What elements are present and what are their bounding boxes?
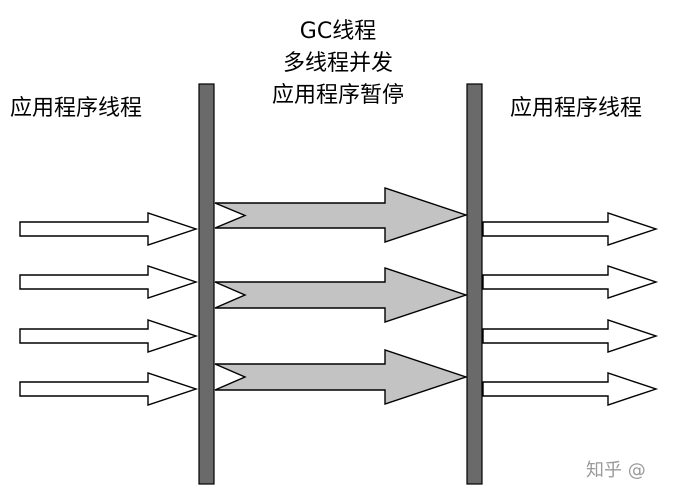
center-title-line-1: GC线程 <box>300 19 376 44</box>
gc-thread-arrows <box>214 187 469 405</box>
left-thread-arrows <box>19 212 199 406</box>
right-thread-arrow-2 <box>482 265 659 299</box>
left-thread-arrow-1 <box>19 212 199 246</box>
right-thread-arrow-3 <box>482 319 659 353</box>
left-thread-arrow-2 <box>19 265 199 299</box>
center-title-line-3: 应用程序暂停 <box>272 83 404 108</box>
watermark: 知乎 @ <box>586 460 646 481</box>
pause-end-bar <box>466 83 483 485</box>
right-thread-arrows <box>482 212 659 406</box>
right-thread-arrow-4 <box>482 372 659 406</box>
left-title: 应用程序线程 <box>10 96 142 121</box>
center-title-line-2: 多线程并发 <box>283 51 393 76</box>
gc-thread-arrow-1 <box>214 187 469 243</box>
left-thread-arrow-4 <box>19 372 199 406</box>
gc-thread-arrow-2 <box>214 267 469 323</box>
pause-start-bar <box>198 83 215 485</box>
gc-thread-arrow-3 <box>214 349 469 405</box>
right-thread-arrow-1 <box>482 212 659 246</box>
left-thread-arrow-3 <box>19 319 199 353</box>
right-title: 应用程序线程 <box>510 96 642 121</box>
